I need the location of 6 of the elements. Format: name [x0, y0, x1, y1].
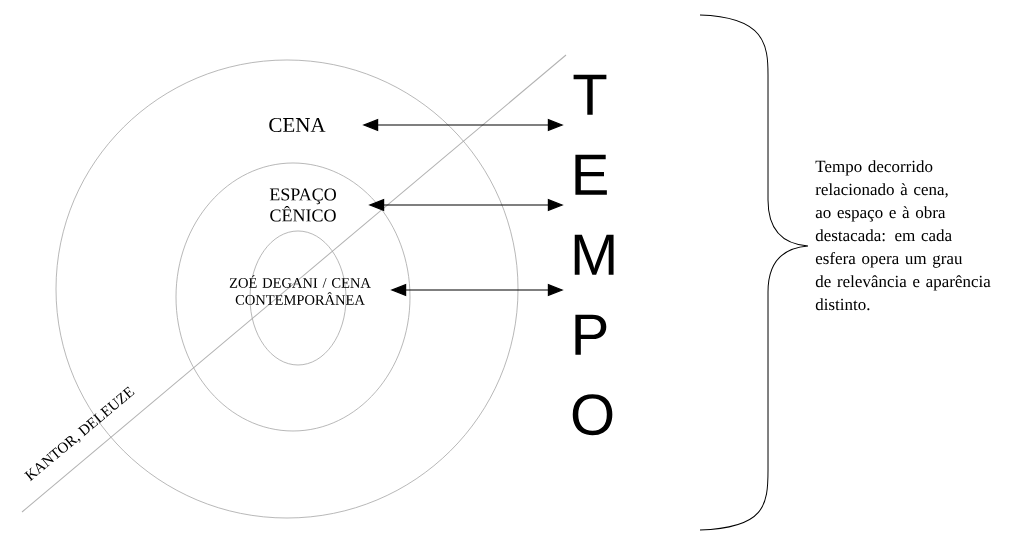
note-text: Tempo decorrido relacionado à cena, ao espaço e à obra destacada: em cada esfera opera um grau de relevância e aparência distinto. [815, 160, 991, 311]
ring-label: ZOÉ DEGANI / CENA CONTEMPORÂNEA [229, 275, 371, 305]
ring-label: ESPAÇO CÊNICO [269, 188, 336, 222]
vertical-word: TEMPO [572, 74, 614, 436]
ring [175, 162, 411, 432]
ring-label: CENA [269, 117, 326, 133]
